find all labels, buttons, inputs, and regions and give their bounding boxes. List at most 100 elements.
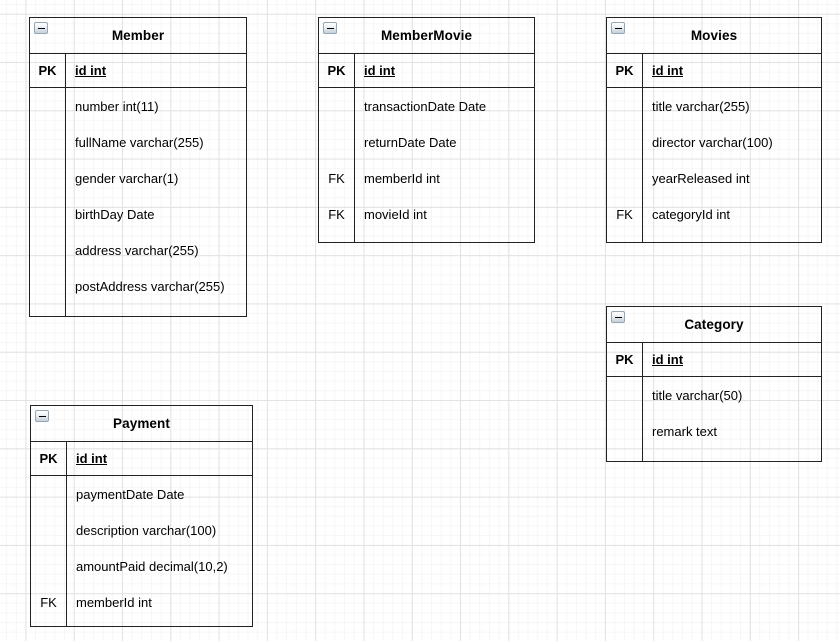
attribute-row[interactable]: remark text xyxy=(607,413,821,450)
attribute-row[interactable]: postAddress varchar(255) xyxy=(30,268,246,305)
key-constraint-cell xyxy=(319,88,355,125)
entity-body: number int(11) fullName varchar(255) gen… xyxy=(30,88,246,316)
entity-body-filler xyxy=(30,304,246,316)
filler-key-cell xyxy=(607,232,643,242)
minus-icon xyxy=(37,27,45,29)
attribute-field-cell: title varchar(255) xyxy=(652,98,750,114)
attribute-row[interactable]: address varchar(255) xyxy=(30,232,246,269)
pk-field-cell: id int xyxy=(76,451,108,467)
attribute-field-cell: movieId int xyxy=(364,206,427,222)
attribute-field-cell: address varchar(255) xyxy=(75,242,199,258)
attribute-row[interactable]: title varchar(50) xyxy=(607,377,821,414)
attribute-row[interactable]: gender varchar(1) xyxy=(30,160,246,197)
key-constraint-cell xyxy=(31,476,67,513)
attribute-row[interactable]: description varchar(100) xyxy=(31,512,252,549)
filler-key-cell xyxy=(31,620,67,626)
pk-key-cell: PK xyxy=(607,342,643,377)
key-constraint-cell: FK xyxy=(319,160,355,197)
entity-table-movies[interactable]: Movies PK id int title varchar(255) dire… xyxy=(606,17,822,243)
entity-body: title varchar(255) director varchar(100)… xyxy=(607,88,821,242)
key-constraint-cell xyxy=(607,160,643,197)
attribute-row[interactable]: yearReleased int xyxy=(607,160,821,197)
collapse-toggle-button[interactable] xyxy=(611,311,625,323)
primary-key-row[interactable]: PK id int xyxy=(31,441,252,477)
key-constraint-cell: FK xyxy=(607,196,643,233)
attribute-row[interactable]: transactionDate Date xyxy=(319,88,534,125)
key-constraint-cell xyxy=(607,124,643,161)
entity-body: transactionDate Date returnDate Date FK … xyxy=(319,88,534,242)
attribute-row[interactable]: FK memberId int xyxy=(319,160,534,197)
entity-title: Payment xyxy=(113,415,170,431)
key-constraint-cell xyxy=(319,124,355,161)
attribute-row[interactable]: fullName varchar(255) xyxy=(30,124,246,161)
attribute-row[interactable]: FK categoryId int xyxy=(607,196,821,233)
minus-icon xyxy=(326,27,334,29)
key-constraint-cell xyxy=(30,268,66,305)
entity-table-payment[interactable]: Payment PK id int paymentDate Date descr… xyxy=(30,405,253,627)
attribute-row[interactable]: paymentDate Date xyxy=(31,476,252,513)
entity-body: title varchar(50) remark text xyxy=(607,377,821,461)
entity-title: MemberMovie xyxy=(380,27,473,43)
attribute-row[interactable]: FK memberId int xyxy=(31,584,252,621)
minus-icon xyxy=(614,27,622,29)
attribute-field-cell: amountPaid decimal(10,2) xyxy=(76,558,228,574)
attribute-field-cell: postAddress varchar(255) xyxy=(75,278,225,294)
entity-title: Movies xyxy=(690,27,738,43)
attribute-field-cell: paymentDate Date xyxy=(76,486,185,502)
entity-header: Movies xyxy=(607,18,821,54)
attribute-row[interactable]: FK movieId int xyxy=(319,196,534,233)
pk-key-cell: PK xyxy=(319,53,355,88)
entity-body-filler xyxy=(607,449,821,461)
attribute-row[interactable]: title varchar(255) xyxy=(607,88,821,125)
attribute-row[interactable]: director varchar(100) xyxy=(607,124,821,161)
entity-header: Category xyxy=(607,307,821,343)
attribute-field-cell: title varchar(50) xyxy=(652,387,743,403)
attribute-row[interactable]: birthDay Date xyxy=(30,196,246,233)
attribute-row[interactable]: number int(11) xyxy=(30,88,246,125)
entity-table-membermovie[interactable]: MemberMovie PK id int transactionDate Da… xyxy=(318,17,535,243)
primary-key-row[interactable]: PK id int xyxy=(30,53,246,89)
collapse-toggle-button[interactable] xyxy=(323,22,337,34)
key-constraint-cell xyxy=(30,88,66,125)
key-constraint-cell xyxy=(31,512,67,549)
attribute-field-cell: gender varchar(1) xyxy=(75,170,179,186)
minus-icon xyxy=(614,316,622,318)
collapse-toggle-button[interactable] xyxy=(35,410,49,422)
key-constraint-cell xyxy=(30,196,66,233)
filler-key-cell xyxy=(607,449,643,461)
pk-key-cell: PK xyxy=(607,53,643,88)
pk-field-cell: id int xyxy=(364,63,396,79)
attribute-field-cell: remark text xyxy=(652,423,718,439)
entity-title: Member xyxy=(111,27,165,43)
key-constraint-cell: FK xyxy=(319,196,355,233)
collapse-toggle-button[interactable] xyxy=(611,22,625,34)
key-constraint-cell xyxy=(607,377,643,414)
attribute-field-cell: memberId int xyxy=(364,170,440,186)
entity-header: MemberMovie xyxy=(319,18,534,54)
attribute-row[interactable]: returnDate Date xyxy=(319,124,534,161)
primary-key-row[interactable]: PK id int xyxy=(607,53,821,89)
attribute-field-cell: yearReleased int xyxy=(652,170,750,186)
filler-field-cell xyxy=(67,620,252,626)
collapse-toggle-button[interactable] xyxy=(34,22,48,34)
key-constraint-cell xyxy=(30,124,66,161)
filler-key-cell xyxy=(30,304,66,316)
primary-key-row[interactable]: PK id int xyxy=(607,342,821,378)
attribute-row[interactable]: amountPaid decimal(10,2) xyxy=(31,548,252,585)
attribute-field-cell: fullName varchar(255) xyxy=(75,134,204,150)
primary-key-row[interactable]: PK id int xyxy=(319,53,534,89)
pk-key-cell: PK xyxy=(30,53,66,88)
pk-field-cell: id int xyxy=(652,352,684,368)
pk-field-cell: id int xyxy=(75,63,107,79)
minus-icon xyxy=(38,415,46,417)
entity-table-category[interactable]: Category PK id int title varchar(50) rem… xyxy=(606,306,822,462)
key-constraint-cell xyxy=(30,160,66,197)
entity-table-member[interactable]: Member PK id int number int(11) fullName… xyxy=(29,17,247,317)
attribute-field-cell: number int(11) xyxy=(75,98,159,114)
entity-body-filler xyxy=(319,232,534,242)
pk-field-cell: id int xyxy=(652,63,684,79)
filler-field-cell xyxy=(643,449,821,461)
entity-header: Member xyxy=(30,18,246,54)
attribute-field-cell: transactionDate Date xyxy=(364,98,487,114)
